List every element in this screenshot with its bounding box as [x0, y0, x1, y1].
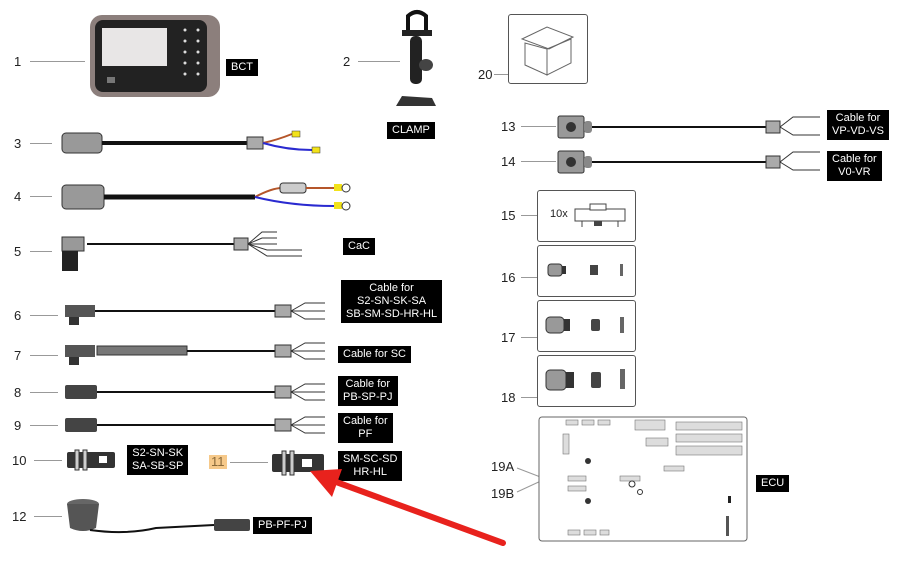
clamp-mount-icon	[396, 10, 436, 106]
leader-line	[30, 392, 58, 393]
leader-line	[34, 460, 62, 461]
leader-line	[30, 61, 85, 62]
part-number-5: 5	[14, 244, 22, 259]
leader-line	[521, 215, 538, 216]
part-number-15: 15	[501, 208, 516, 223]
power-cable-3-icon	[61, 130, 321, 154]
label-sensor-10: S2-SN-SK SA-SB-SP	[127, 445, 189, 475]
leader-line	[521, 161, 556, 162]
sensor-cable-8-icon	[65, 383, 325, 401]
cardboard-box-icon	[520, 26, 575, 76]
leader-line	[521, 337, 538, 338]
quantity-label: 10x	[550, 208, 568, 220]
label-cable-8: Cable for PB-SP-PJ	[338, 376, 398, 406]
sensor-cable-7-icon	[65, 342, 325, 365]
part-number-19a: 19A	[491, 459, 515, 474]
bct-terminal-icon	[90, 15, 220, 97]
part-number-1: 1	[14, 54, 22, 69]
leader-line	[521, 397, 538, 398]
proximity-sensor-11-icon	[272, 450, 324, 476]
label-cable-9: Cable for PF	[338, 413, 393, 443]
leader-line	[30, 196, 52, 197]
part-number-17: 17	[501, 330, 516, 345]
power-cable-4-icon	[61, 182, 351, 211]
label-cable-14: Cable for V0-VR	[827, 151, 882, 181]
label-cable-7: Cable for SC	[338, 346, 411, 363]
part-number-11-highlighted: 11	[209, 454, 227, 469]
part-number-6: 6	[14, 308, 22, 323]
part-number-18: 18	[501, 390, 516, 405]
leader-line	[521, 126, 556, 127]
proximity-sensor-10-icon	[67, 449, 115, 471]
part-number-12: 12	[12, 509, 27, 524]
part-number-9: 9	[14, 418, 22, 433]
leader-line	[30, 143, 52, 144]
valve-cable-14-icon	[557, 150, 820, 174]
part-number-10: 10	[12, 453, 27, 468]
sensor-cable-6-icon	[65, 302, 325, 325]
part-number-16: 16	[501, 270, 516, 285]
packaging-box-frame	[508, 14, 588, 84]
leader-line	[30, 251, 52, 252]
label-ecu: ECU	[756, 475, 790, 492]
leader-line	[358, 61, 400, 62]
part-number-20: 20	[478, 67, 493, 82]
label-cac: CaC	[343, 238, 376, 255]
part-18-frame	[537, 355, 636, 407]
leader-line	[30, 425, 58, 426]
ecu-board-icon	[538, 416, 748, 542]
part-number-7: 7	[14, 348, 22, 363]
label-clamp: CLAMP	[387, 122, 435, 139]
part-number-8: 8	[14, 385, 22, 400]
connector-clip-icon	[574, 203, 626, 227]
part-number-2: 2	[343, 54, 351, 69]
part-number-19b: 19B	[491, 486, 515, 501]
label-cable-13: Cable for VP-VD-VS	[827, 110, 889, 140]
label-sensor-12: PB-PF-PJ	[253, 517, 312, 534]
sensor-cable-9-icon	[65, 416, 325, 434]
leader-line	[30, 355, 58, 356]
label-bct: BCT	[226, 59, 258, 76]
cable-gland-small-icon	[547, 263, 623, 277]
leader-line	[30, 315, 58, 316]
label-cable-6: Cable for S2-SN-SK-SA SB-SM-SD-HR-HL	[341, 280, 443, 323]
ultrasonic-sensor-12-icon	[67, 499, 250, 534]
leader-line	[230, 462, 268, 463]
part-number-13: 13	[501, 119, 516, 134]
part-16-frame	[537, 245, 636, 297]
leader-line	[494, 74, 508, 75]
cac-cable-icon	[61, 231, 302, 271]
leader-line	[34, 516, 62, 517]
leader-line	[521, 277, 538, 278]
part-number-4: 4	[14, 189, 22, 204]
part-15-frame: 10x	[537, 190, 636, 242]
part-number-3: 3	[14, 136, 22, 151]
red-pointer-arrow-icon	[310, 469, 506, 546]
cable-gland-large-icon	[545, 369, 625, 391]
part-17-frame	[537, 300, 636, 352]
part-number-14: 14	[501, 154, 516, 169]
label-sensor-11: SM-SC-SD HR-HL	[338, 451, 403, 481]
valve-cable-13-icon	[557, 115, 820, 139]
cable-gland-medium-icon	[545, 316, 624, 334]
